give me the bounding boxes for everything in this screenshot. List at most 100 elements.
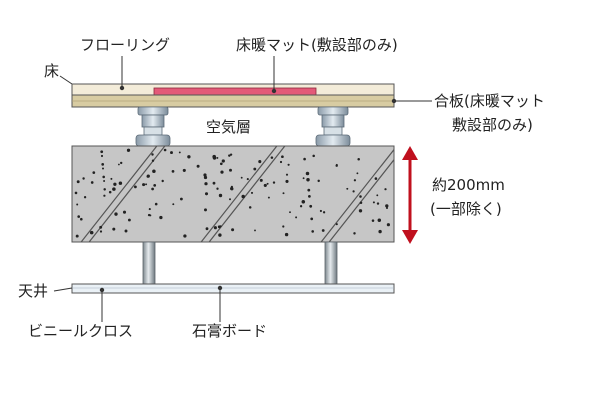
aggregate-dot xyxy=(384,188,387,191)
aggregate-dot xyxy=(203,175,208,180)
aggregate-dot xyxy=(204,192,209,196)
aggregate-dot xyxy=(122,210,127,214)
aggregate-dot xyxy=(187,155,191,159)
aggregate-dot xyxy=(151,153,154,156)
aggregate-dot xyxy=(352,190,355,193)
aggregate-dot xyxy=(282,192,285,195)
dimension-arrow xyxy=(402,146,418,244)
aggregate-dot xyxy=(80,217,83,221)
aggregate-dot xyxy=(112,227,116,231)
aggregate-dot xyxy=(216,187,219,190)
aggregate-dot xyxy=(75,234,79,238)
aggregate-dot xyxy=(154,202,158,206)
aggregate-dot xyxy=(120,161,123,165)
aggregate-dot xyxy=(204,182,208,186)
support-foot-left xyxy=(135,106,171,147)
aggregate-dot xyxy=(152,169,156,173)
aggregate-dot xyxy=(118,163,120,166)
aggregate-dot xyxy=(205,227,209,231)
aggregate-dot xyxy=(196,164,200,168)
aggregate-dot xyxy=(287,163,290,166)
dimension-label-line1: 約200mm xyxy=(432,176,505,194)
aggregate-dot xyxy=(386,223,390,227)
aggregate-dot xyxy=(305,171,310,176)
aggregate-dot xyxy=(100,150,104,154)
aggregate-dot xyxy=(250,191,254,194)
aggregate-dot xyxy=(171,170,175,173)
aggregate-dot xyxy=(322,211,326,214)
aggregate-dot xyxy=(311,230,315,233)
aggregate-dot xyxy=(302,177,305,180)
aggregate-dot xyxy=(258,160,262,164)
aggregate-dot xyxy=(103,180,106,182)
aggregate-dot xyxy=(151,159,155,162)
dimension-label-line2: (一部除く) xyxy=(430,200,502,218)
aggregate-dot xyxy=(377,218,382,223)
aggregate-dot xyxy=(145,183,148,186)
aggregate-dot xyxy=(101,167,105,170)
aggregate-dot xyxy=(76,203,79,206)
aggregate-dot xyxy=(241,194,245,199)
aggregate-dot xyxy=(102,175,105,179)
aggregate-dot xyxy=(376,202,380,205)
aggregate-dot xyxy=(230,185,233,188)
aggregate-dot xyxy=(358,209,363,213)
aggregate-dot xyxy=(385,206,389,210)
aggregate-dot xyxy=(359,195,362,198)
aggregate-dot xyxy=(170,151,173,155)
aggregate-dot xyxy=(281,155,284,159)
aggregate-dot xyxy=(204,208,207,212)
aggregate-dot xyxy=(77,215,81,218)
aggregate-dot xyxy=(220,170,224,174)
aggregate-dot xyxy=(289,211,291,214)
concrete-slab xyxy=(71,145,395,243)
aggregate-dot xyxy=(259,178,263,182)
aggregate-dot xyxy=(312,154,315,158)
aggregate-dot xyxy=(103,194,106,197)
aggregate-dot xyxy=(378,229,382,234)
hanger-post-right xyxy=(324,241,338,285)
aggregate-dot xyxy=(148,208,151,211)
aggregate-dot xyxy=(279,160,283,164)
aggregate-dot xyxy=(142,183,146,187)
aggregate-dot xyxy=(92,171,96,174)
aggregate-dot xyxy=(309,204,313,208)
aggregate-dot xyxy=(319,209,322,213)
aggregate-dot xyxy=(253,167,257,171)
plywood-label-line2: 敷設部のみ) xyxy=(452,116,533,134)
aggregate-dot xyxy=(353,179,357,182)
aggregate-dot xyxy=(182,168,186,172)
aggregate-dot xyxy=(219,225,222,228)
aggregate-dot xyxy=(301,200,306,204)
aggregate-dot xyxy=(303,157,306,161)
aggregate-dot xyxy=(246,178,249,181)
aggregate-dot xyxy=(270,156,274,159)
aggregate-dot xyxy=(229,168,232,172)
aggregate-dot xyxy=(153,184,157,187)
aggregate-dot xyxy=(254,229,256,232)
aggregate-dot xyxy=(76,180,80,184)
aggregate-dot xyxy=(203,173,207,177)
aggregate-dot xyxy=(213,226,217,230)
heating-mat-label: 床暖マット(敷設部のみ) xyxy=(236,36,398,54)
aggregate-dot xyxy=(307,188,311,192)
aggregate-dot xyxy=(172,203,175,206)
aggregate-dot xyxy=(147,213,151,217)
aggregate-dot xyxy=(285,179,289,183)
aggregate-dot xyxy=(353,232,356,235)
aggregate-dot xyxy=(103,188,106,191)
aggregate-dot xyxy=(282,225,285,228)
aggregate-dot xyxy=(178,151,181,154)
aggregate-dot xyxy=(110,177,113,180)
aggregate-dot xyxy=(151,187,154,191)
aggregate-dot xyxy=(285,173,289,176)
aggregate-dot xyxy=(159,215,163,220)
aggregate-dot xyxy=(228,154,231,157)
aggregate-dot xyxy=(124,229,128,233)
aggregate-dot xyxy=(216,156,219,159)
aggregate-dot xyxy=(221,159,225,163)
aggregate-dot xyxy=(371,219,375,222)
aggregate-dot xyxy=(114,212,118,216)
aggregate-dot xyxy=(212,181,216,185)
aggregate-dot xyxy=(99,230,103,233)
